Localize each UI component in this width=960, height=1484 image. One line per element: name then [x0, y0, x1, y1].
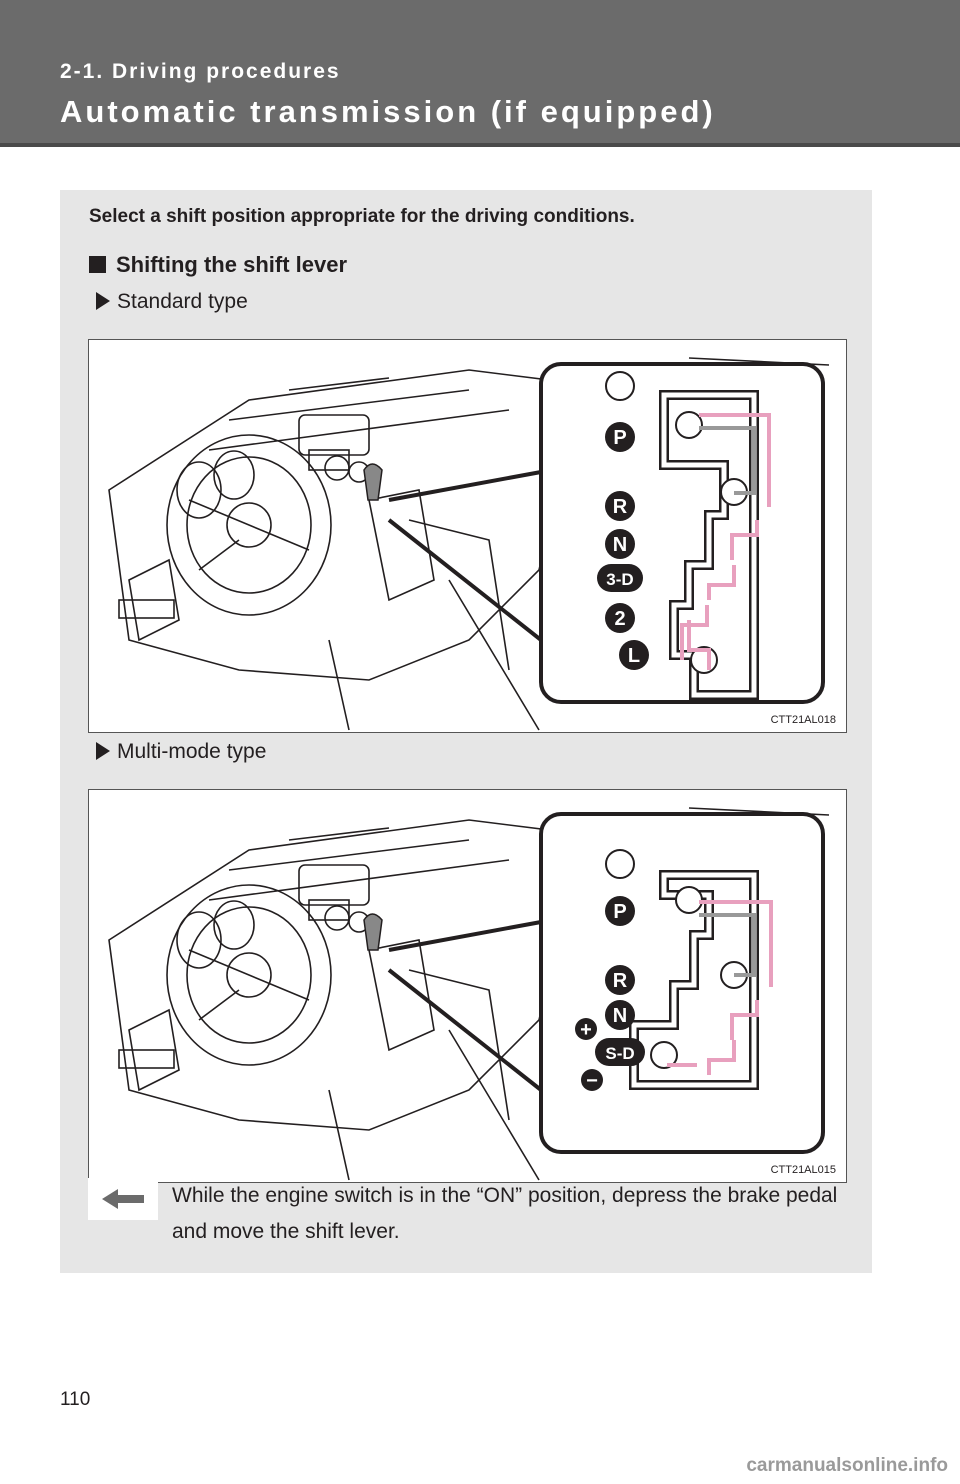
gear-p-label: P [613, 901, 626, 923]
left-arrow-icon [102, 1189, 144, 1209]
figure-2-label: Multi-mode type [96, 740, 266, 764]
gear-r-label: R [613, 970, 628, 992]
gear-positions: P R N 3-D 2 L [597, 422, 649, 670]
figure-code: CTT21AL018 [770, 714, 836, 726]
plus-icon: + [580, 1019, 592, 1041]
figure-code: CTT21AL015 [770, 1164, 836, 1176]
gear-3d-label: 3-D [606, 570, 633, 589]
intro-text: Select a shift position appropriate for … [89, 206, 635, 227]
note-text: While the engine switch is in the “ON” p… [172, 1184, 838, 1243]
triangle-bullet-icon [96, 742, 110, 760]
gear-r-label: R [613, 496, 628, 518]
footer-watermark: carmanualsonline.info [746, 1455, 948, 1476]
figure-1-label-text: Standard type [117, 290, 248, 313]
header-bar [0, 0, 960, 143]
chapter-title: 2-1. Driving procedures [60, 60, 341, 83]
section-title: Shifting the shift lever [116, 252, 348, 277]
figure-multi-mode-type: P R N S-D + − CTT21AL015 [88, 789, 847, 1183]
gear-p-label: P [613, 427, 626, 449]
gear-n-label: N [613, 534, 627, 556]
gear-sd-label: S-D [605, 1044, 634, 1063]
page-title: Automatic transmission (if equipped) [60, 94, 716, 129]
triangle-bullet-icon [96, 292, 110, 310]
figure-standard-type: P R N 3-D 2 L CTT21AL018 [88, 339, 847, 733]
shift-lever-illustration-multi-mode: P R N S-D + − [108, 807, 830, 1181]
page-number: 110 [60, 1389, 91, 1410]
note-arrow-badge [88, 1178, 158, 1220]
minus-icon: − [586, 1070, 598, 1092]
header-divider [0, 143, 960, 147]
section-heading: Shifting the shift lever [89, 252, 347, 278]
gear-2-label: 2 [614, 608, 625, 630]
shift-lever-illustration-standard: P R N 3-D 2 L [108, 357, 830, 731]
gear-n-label: N [613, 1005, 627, 1027]
figure-1-label: Standard type [96, 290, 248, 314]
figure-2-label-text: Multi-mode type [117, 740, 267, 763]
gear-l-label: L [628, 645, 640, 667]
square-bullet-icon [89, 256, 106, 273]
gear-positions: P R N S-D + − [575, 896, 645, 1092]
